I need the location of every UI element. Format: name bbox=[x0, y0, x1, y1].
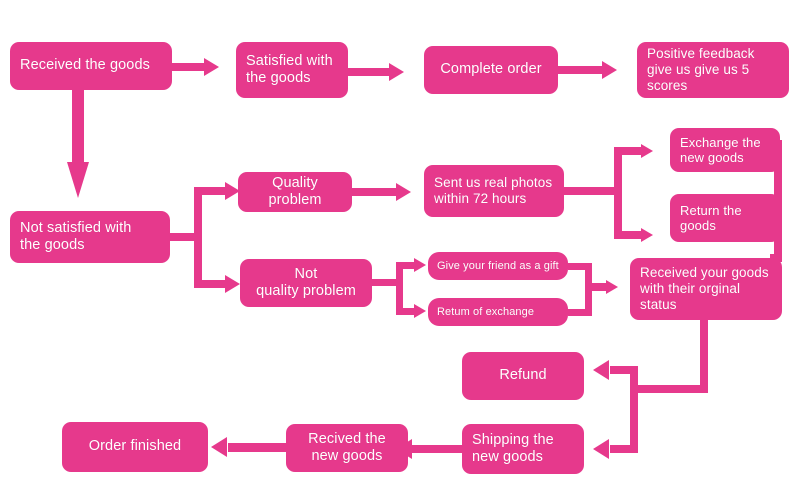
connector-refund-shipping-bar bbox=[630, 366, 638, 453]
node-return-of-exchange[interactable]: Retum of exchange bbox=[428, 298, 568, 326]
arrowhead-received-to-satisfied bbox=[204, 58, 219, 76]
node-label: Order finished bbox=[88, 438, 182, 455]
connector-not-satisfied-split-bar bbox=[194, 187, 202, 288]
connector-photos-split-bar bbox=[614, 147, 622, 239]
arrowhead-quality-to-photos bbox=[396, 183, 411, 201]
connector-exchange-return-merge bbox=[774, 140, 782, 262]
connector-to-gift bbox=[396, 262, 418, 269]
node-recived-new-goods[interactable]: Recived the new goods bbox=[286, 424, 408, 472]
node-label: Received the goods bbox=[20, 57, 150, 74]
node-label: Give your friend as a gift bbox=[437, 259, 559, 272]
arrowhead-small-merge-to-received-original bbox=[606, 280, 618, 294]
node-exchange-new-goods[interactable]: Exchange the new goods bbox=[670, 128, 780, 172]
node-label: Quality problem bbox=[268, 174, 322, 208]
node-quality-problem[interactable]: Quality problem bbox=[238, 172, 352, 212]
arrowhead-recived-to-order-finished bbox=[211, 437, 227, 457]
node-label: Retum of exchange bbox=[437, 305, 535, 318]
connector-received-to-satisfied bbox=[172, 63, 207, 71]
connector-recived-to-order-finished bbox=[228, 443, 286, 452]
node-label: Satisfied with the goods bbox=[246, 52, 333, 86]
arrowhead-to-return bbox=[641, 228, 653, 242]
connector-not-satisfied-stem bbox=[170, 233, 202, 241]
node-label: Not satisfied with the goods bbox=[20, 219, 132, 253]
connector-quality-to-photos bbox=[352, 188, 400, 196]
node-label: Received your goods with their orginal s… bbox=[640, 265, 769, 312]
node-give-as-gift[interactable]: Give your friend as a gift bbox=[428, 252, 568, 280]
connector-small-merge-top bbox=[568, 263, 592, 270]
connector-satisfied-to-complete bbox=[348, 68, 393, 76]
arrowhead-to-quality-problem bbox=[225, 182, 240, 200]
connector-received-original-down bbox=[700, 320, 708, 392]
connector-to-quality-problem bbox=[194, 187, 229, 195]
node-label: Not quality problem bbox=[256, 265, 356, 299]
connector-received-original-left bbox=[630, 385, 708, 393]
node-label: Refund bbox=[499, 367, 547, 384]
node-not-satisfied[interactable]: Not satisfied with the goods bbox=[10, 211, 170, 263]
node-order-finished[interactable]: Order finished bbox=[62, 422, 208, 472]
arrowhead-satisfied-to-complete bbox=[389, 63, 404, 81]
connector-notquality-stem bbox=[372, 279, 402, 286]
node-label: Sent us real photos within 72 hours bbox=[434, 175, 553, 206]
connector-to-return-exchange bbox=[396, 308, 418, 315]
connector-to-not-quality-problem bbox=[194, 280, 229, 288]
connector-photos-stem bbox=[564, 187, 620, 195]
node-positive-feedback[interactable]: Positive feedback give us give us 5 scor… bbox=[637, 42, 789, 98]
node-complete-order[interactable]: Complete order bbox=[424, 46, 558, 94]
node-received-goods[interactable]: Received the goods bbox=[10, 42, 172, 90]
node-return-goods[interactable]: Return the goods bbox=[670, 194, 780, 242]
node-label: Shipping the new goods bbox=[472, 431, 554, 465]
arrowhead-to-shipping bbox=[593, 439, 609, 459]
node-received-original-status[interactable]: Received your goods with their orginal s… bbox=[630, 258, 782, 320]
node-label: Positive feedback give us give us 5 scor… bbox=[647, 46, 755, 93]
node-refund[interactable]: Refund bbox=[462, 352, 584, 400]
arrowhead-to-not-quality-problem bbox=[225, 275, 240, 293]
node-not-quality-problem[interactable]: Not quality problem bbox=[240, 259, 372, 307]
connector-small-merge-bottom bbox=[568, 309, 592, 316]
node-satisfied[interactable]: Satisfied with the goods bbox=[236, 42, 348, 98]
arrowhead-to-refund bbox=[593, 360, 609, 380]
connector-to-exchange bbox=[614, 147, 644, 155]
node-label: Return the goods bbox=[680, 202, 742, 233]
connector-to-shipping bbox=[610, 445, 638, 453]
connector-shipping-to-recived bbox=[412, 445, 462, 453]
connector-received-down bbox=[72, 90, 84, 168]
node-label: Recived the new goods bbox=[308, 430, 386, 464]
connector-to-refund bbox=[610, 366, 638, 374]
node-shipping-new-goods[interactable]: Shipping the new goods bbox=[462, 424, 584, 474]
arrowhead-to-return-exchange bbox=[414, 304, 426, 318]
node-sent-photos[interactable]: Sent us real photos within 72 hours bbox=[424, 165, 564, 217]
arrowhead-complete-to-feedback bbox=[602, 61, 617, 79]
connector-notquality-split-bar bbox=[396, 262, 403, 315]
arrowhead-to-gift bbox=[414, 258, 426, 272]
node-label: Exchange the new goods bbox=[680, 134, 761, 165]
connector-small-merge-stem bbox=[585, 283, 610, 291]
connector-complete-to-feedback bbox=[558, 66, 606, 74]
arrowhead-received-down bbox=[67, 162, 89, 198]
node-label: Complete order bbox=[440, 61, 542, 78]
arrowhead-to-exchange bbox=[641, 144, 653, 158]
connector-to-return bbox=[614, 231, 644, 239]
